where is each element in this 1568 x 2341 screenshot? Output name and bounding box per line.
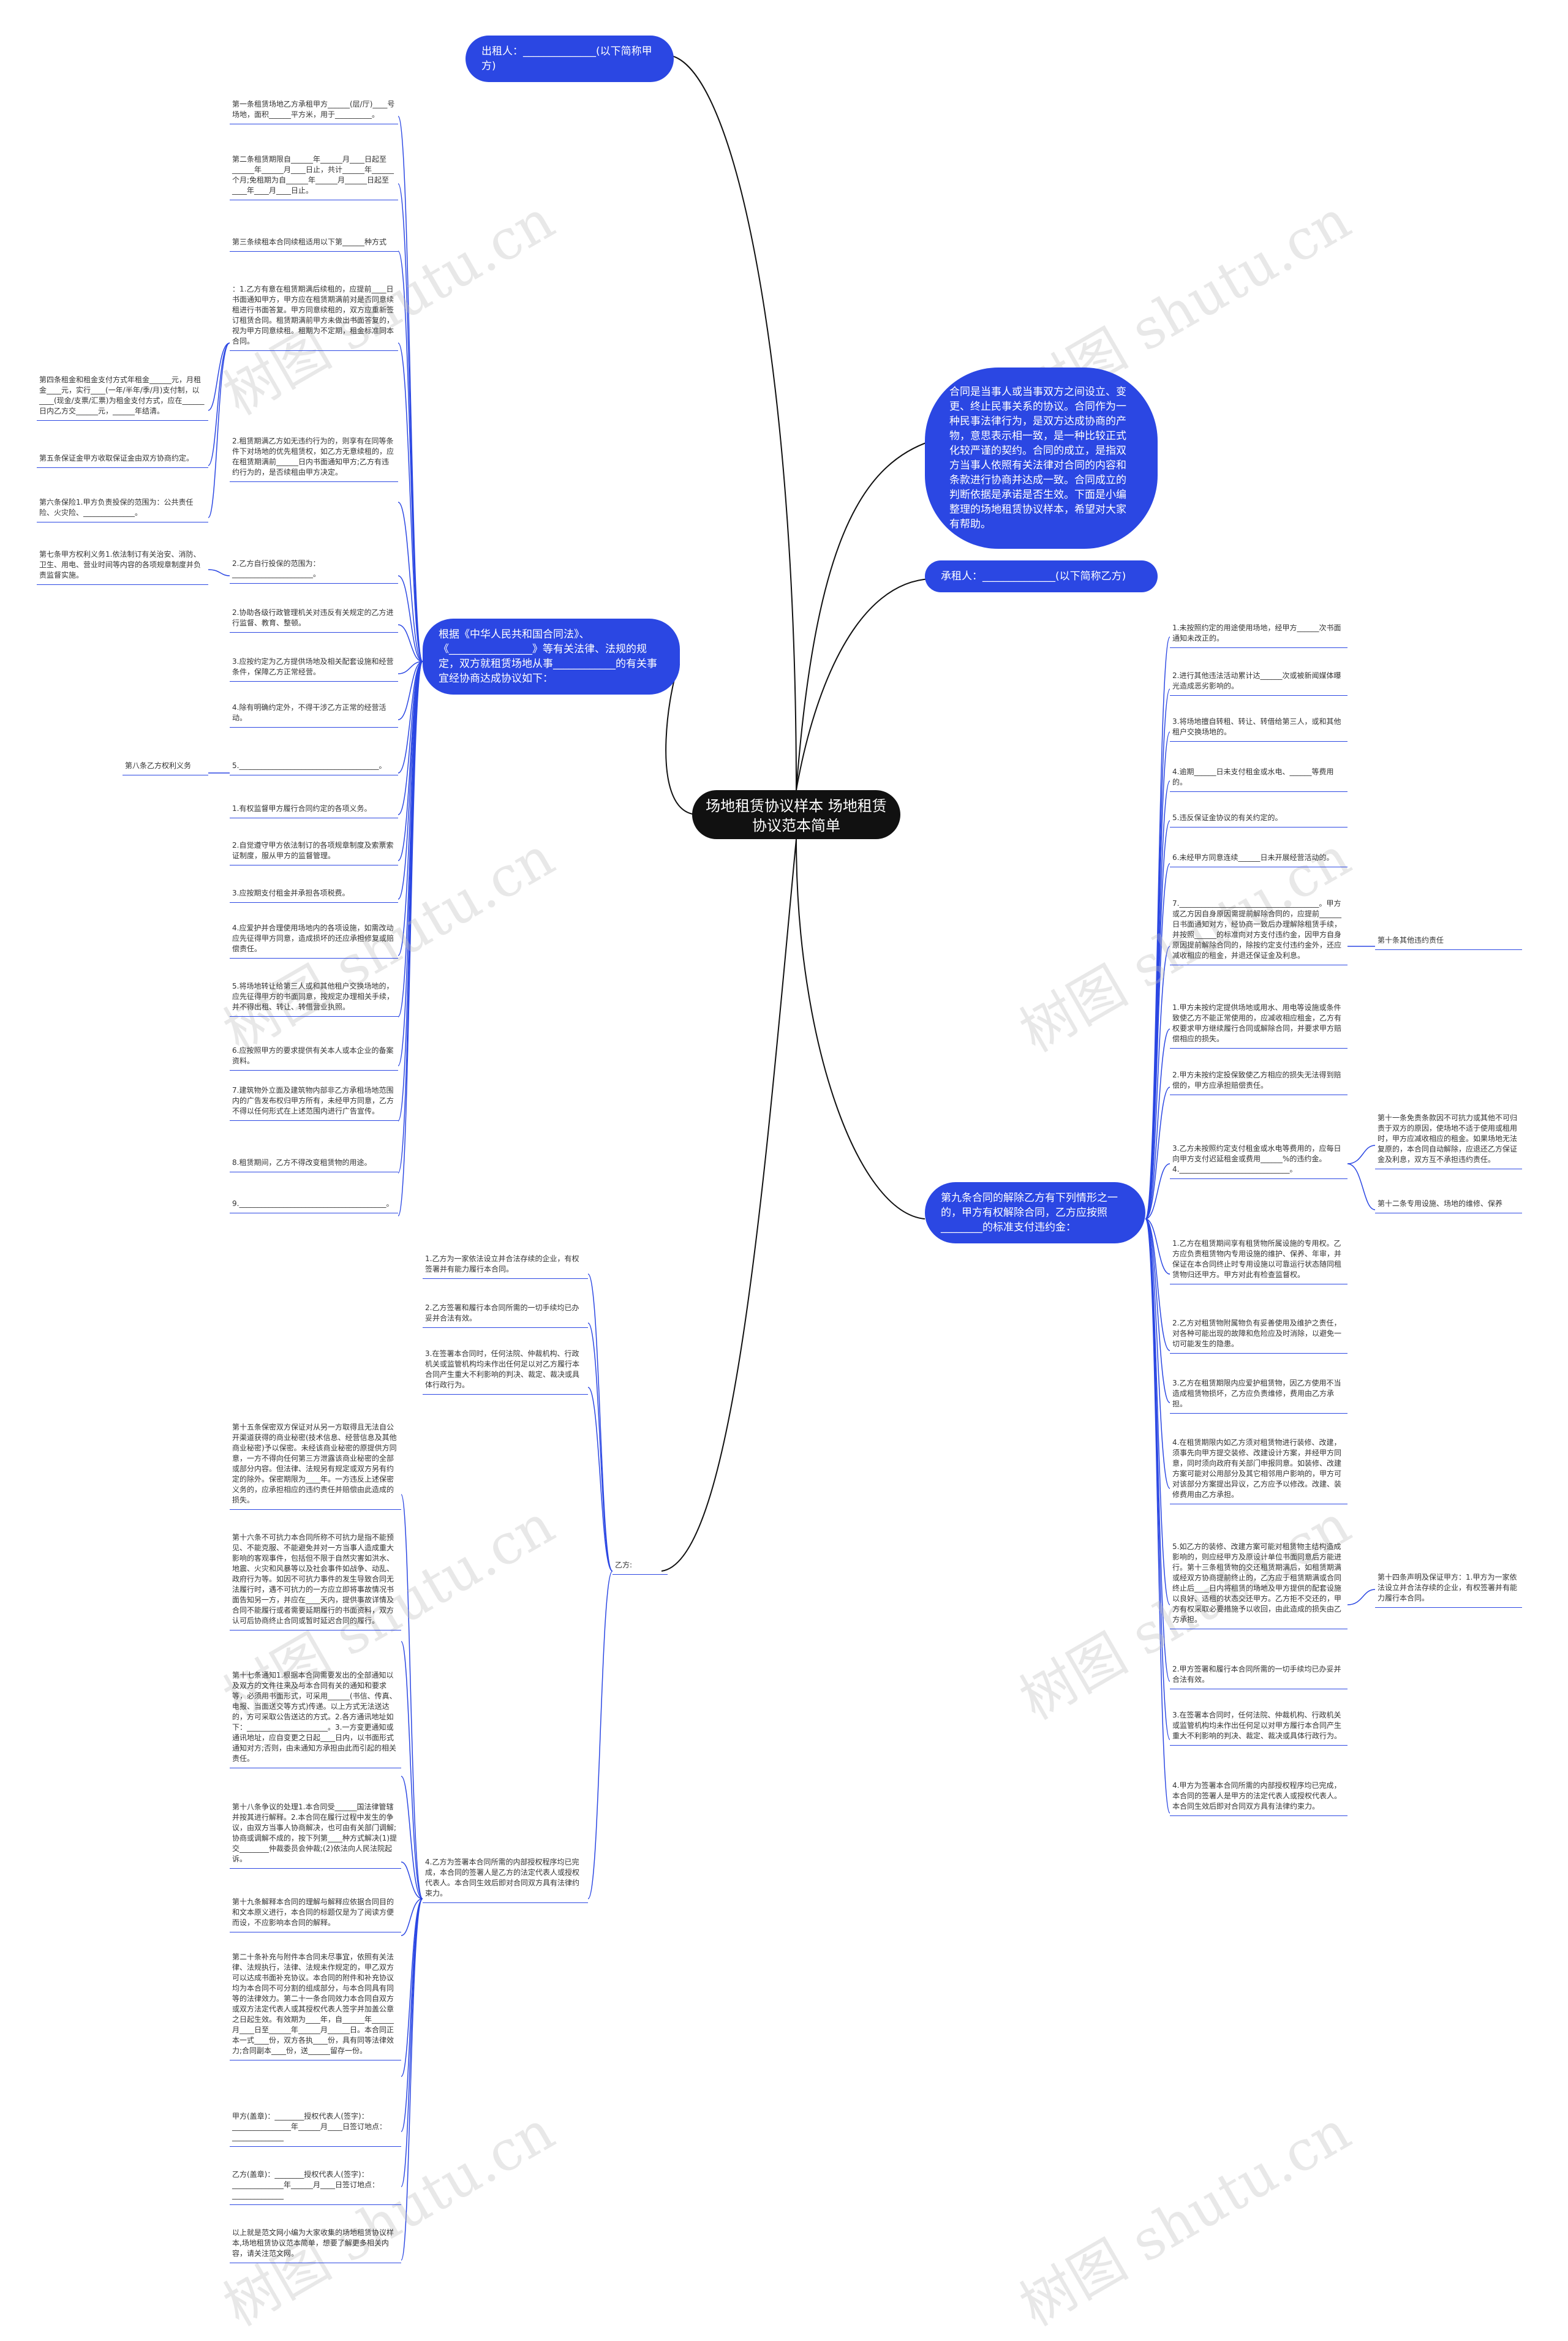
right-leaf: 4.逾期______日未支付租金或水电、______等费用的。 xyxy=(1170,766,1348,792)
left-leaf: 2.自觉遵守甲方依法制订的各项规章制度及索票索证制度，服从甲方的监督管理。 xyxy=(230,839,398,865)
left-leaf: 6.应按照甲方的要求提供有关本人或本企业的备案资料。 xyxy=(230,1044,398,1071)
yifang-far-leaf: 以上就是范文网小编为大家收集的场地租赁协议样本,场地租赁协议范本简单，想要了解更… xyxy=(230,2226,401,2263)
right-leaf: 1.乙方在租赁期间享有租赁物所属设施的专用权。乙方应负责租赁物内专用设施的维护、… xyxy=(1170,1237,1348,1284)
right-main-node[interactable]: 第九条合同的解除乙方有下列情形之一的，甲方有权解除合同，乙方应按照_______… xyxy=(925,1182,1145,1243)
right-leaf: 6.未经甲方同意连续______日未开展经营活动的。 xyxy=(1170,851,1348,867)
right-leaf: 4.甲方为签署本合同所需的内部授权程序均已完成，本合同的签署人是甲方的法定代表人… xyxy=(1170,1779,1348,1816)
left-leaf: 8.租赁期间，乙方不得改变租赁物的用途。 xyxy=(230,1156,398,1172)
far-left-leaf: 第八条乙方权利义务 xyxy=(123,760,208,775)
right-leaf: 5.违反保证金协议的有关约定的。 xyxy=(1170,812,1348,827)
left-leaf: 第一条租赁场地乙方承租甲方______(层/厅)____号场地，面积______… xyxy=(230,98,398,124)
right-leaf: 5.如乙方的装修、改建方案可能对租赁物主结构造成影响的，则应经甲方及原设计单位书… xyxy=(1170,1540,1348,1629)
yifang-far-leaf: 乙方(盖章)：________授权代表人(签字)：______________年… xyxy=(230,2168,401,2205)
yifang-far-leaf: 第十六条不可抗力本合同所称不可抗力是指不能预见、不能克服、不能避免并对一方当事人… xyxy=(230,1531,401,1630)
left-leaf: 2.乙方自行投保的范围为：______________________。 xyxy=(230,557,398,584)
root-topic[interactable]: 场地租赁协议样本 场地租赁协议范本简单 xyxy=(692,790,900,839)
left-leaf: 第三条续租本合同续租适用以下第______种方式 xyxy=(230,236,398,252)
yifang-label[interactable]: 乙方: xyxy=(612,1559,668,1575)
yifang-far-leaf: 第十八条争议的处理1.本合同受______国法律管辖并按其进行解释。2.本合同在… xyxy=(230,1801,401,1869)
yifang-leaf: 1.乙方为一家依法设立并合法存续的企业，有权签署并有能力履行本合同。 xyxy=(423,1253,588,1279)
right-leaf: 4.在租赁期限内如乙方须对租赁物进行装修、改建，须事先向甲方提交装修、改建设计方… xyxy=(1170,1436,1348,1504)
yifang-far-leaf: 甲方(盖章)：________授权代表人(签字)：_______________… xyxy=(230,2110,401,2147)
yifang-far-leaf: 第二十条补充与附件本合同未尽事宜，依照有关法律、法规执行，法律、法规未作规定的，… xyxy=(230,1951,401,2060)
right-leaf: 2.甲方签署和履行本合同所需的一切手续均已办妥并合法有效。 xyxy=(1170,1663,1348,1689)
left-main-node[interactable]: 根据《中华人民共和国合同法》、《________________》等有关法律、法… xyxy=(423,619,680,695)
right-leaf: 3.乙方未按照约定支付租金或水电等费用的，应每日向甲方支付迟延租金或费用____… xyxy=(1170,1142,1348,1179)
left-leaf: 9.______________________________________… xyxy=(230,1197,398,1213)
lessor-node[interactable]: 出租人：______________(以下简称甲方) xyxy=(466,36,674,82)
left-leaf: 3.应按约定为乙方提供场地及相关配套设施和经营条件，保障乙方正常经营。 xyxy=(230,655,398,682)
left-leaf: ：1.乙方有意在租赁期满后续租的，应提前____日书面通知甲方，甲方应在租赁期满… xyxy=(230,283,398,351)
left-leaf: 2.协助各级行政管理机关对违反有关规定的乙方进行监督、教育、整顿。 xyxy=(230,606,398,633)
left-leaf: 5.将场地转让给第三人或和其他租户交换场地的，应先征得甲方的书面同意，按规定办理… xyxy=(230,980,398,1017)
lessee-node[interactable]: 承租人：______________(以下简称乙方) xyxy=(925,560,1158,592)
right-far-leaf: 第十二条专用设施、场地的维修、保养 xyxy=(1375,1197,1522,1213)
far-left-leaf: 第四条租金和租金支付方式年租金______元，月租金____元，实行____(一… xyxy=(37,374,208,421)
left-leaf: 4.除有明确约定外，不得干涉乙方正常的经营活动。 xyxy=(230,701,398,728)
right-far-leaf: 第十条其他违约责任 xyxy=(1375,934,1522,950)
right-leaf: 7.______________________________________… xyxy=(1170,897,1348,965)
right-leaf: 2.进行其他违法活动累计达______次或被新闻媒体曝光造成恶劣影响的。 xyxy=(1170,669,1348,696)
right-leaf: 2.甲方未按约定投保致使乙方相应的损失无法得到赔偿的，甲方应承担赔偿责任。 xyxy=(1170,1069,1348,1095)
left-leaf: 3.应按期支付租金并承担各项税费。 xyxy=(230,887,398,903)
left-leaf: 4.应爱护并合理使用场地内的各项设施，如需改动应先征得甲方同意，造成损坏的还应承… xyxy=(230,922,398,959)
far-left-leaf: 第五条保证金甲方收取保证金由双方协商约定。 xyxy=(37,452,208,468)
yifang-leaf: 2.乙方签署和履行本合同所需的一切手续均已办妥并合法有效。 xyxy=(423,1302,588,1328)
yifang-far-leaf: 第十五条保密双方保证对从另一方取得且无法自公开渠道获得的商业秘密(技术信息、经营… xyxy=(230,1421,401,1510)
far-left-leaf: 第六条保险1.甲方负责投保的范围为：公共责任险、火灾险、____________… xyxy=(37,496,208,522)
left-leaf: 第二条租赁期限自______年______月____日起至______年____… xyxy=(230,153,398,200)
right-leaf: 3.乙方在租赁期限内应爱护租赁物，因乙方使用不当造成租赁物损坏，乙方应负责维修，… xyxy=(1170,1377,1348,1414)
left-leaf: 1.有权监督甲方履行合同约定的各项义务。 xyxy=(230,802,398,818)
right-leaf: 1.甲方未按约定提供场地或用水、用电等设施或条件致使乙方不能正常使用的，应减收相… xyxy=(1170,1001,1348,1049)
yifang-leaf: 3.在签署本合同时，任何法院、仲裁机构、行政机关或监管机构均未作出任何足以对乙方… xyxy=(423,1348,588,1395)
far-left-leaf: 第七条甲方权利义务1.依法制订有关治安、消防、卫生、用电、营业时间等内容的各项规… xyxy=(37,548,208,585)
yifang-far-leaf: 第十九条解释本合同的理解与解释应依据合同目的和文本原义进行，本合同的标题仅是为了… xyxy=(230,1896,401,1932)
right-far-leaf: 第十四条声明及保证甲方：1.甲方为一家依法设立并合法存续的企业，有权签署并有能力… xyxy=(1375,1571,1522,1608)
right-leaf: 3.在签署本合同时，任何法院、仲裁机构、行政机关或监管机构均未作出任何足以对甲方… xyxy=(1170,1709,1348,1746)
yifang-far-leaf: 第十七条通知1.根据本合同需要发出的全部通知以及双方的文件往来及与本合同有关的通… xyxy=(230,1669,401,1768)
right-leaf: 3.将场地擅自转租、转让、转借给第三人，或和其他租户交换场地的。 xyxy=(1170,715,1348,742)
right-leaf: 2.乙方对租赁物附属物负有妥善使用及维护之责任，对各种可能出现的故障和危险应及时… xyxy=(1170,1317,1348,1354)
right-leaf: 1.未按照约定的用途使用场地，经甲方______次书面通知未改正的。 xyxy=(1170,622,1348,648)
left-leaf: 5.______________________________________… xyxy=(230,760,398,775)
left-leaf: 2.租赁期满乙方如无违约行为的，则享有在同等条件下对场地的优先租赁权，如乙方无意… xyxy=(230,435,398,482)
intro-node[interactable]: 合同是当事人或当事双方之间设立、变更、终止民事关系的协议。合同作为一种民事法律行… xyxy=(925,368,1158,549)
right-far-leaf: 第十一条免责条款因不可抗力或其他不可归责于双方的原因，使场地不适于使用或租用时，… xyxy=(1375,1112,1522,1169)
left-leaf: 7.建筑物外立面及建筑物内部非乙方承租场地范围内的广告发布权归甲方所有，未经甲方… xyxy=(230,1084,398,1121)
yifang-leaf: 4.乙方为签署本合同所需的内部授权程序均已完成，本合同的签署人是乙方的法定代表人… xyxy=(423,1856,588,1903)
